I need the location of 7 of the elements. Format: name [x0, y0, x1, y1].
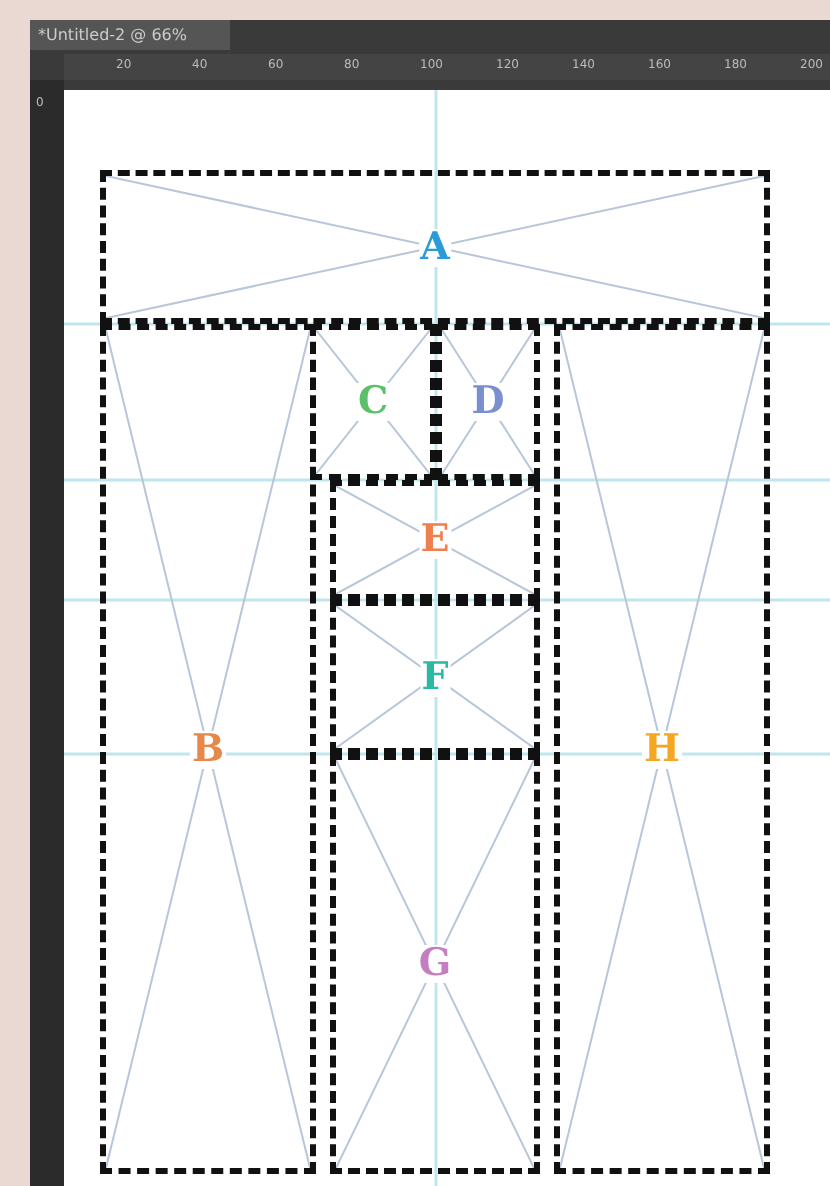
document-tab: *Untitled-2 @ 66%	[30, 20, 230, 50]
frame-letter: C	[355, 383, 391, 421]
frame-letter: G	[416, 945, 454, 983]
frame-letter: H	[642, 730, 682, 768]
frame-letter: E	[418, 521, 452, 559]
frame-letter: D	[469, 383, 507, 421]
frame-letter: B	[189, 730, 227, 768]
